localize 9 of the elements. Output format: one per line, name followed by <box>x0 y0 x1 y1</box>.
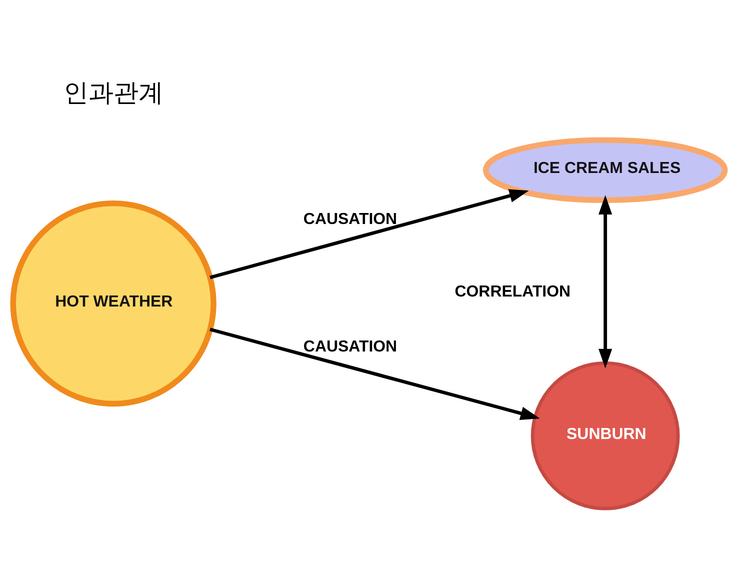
node-circle: HOT WEATHER <box>10 200 216 406</box>
label: 인과관계 <box>63 78 164 107</box>
arrow <box>210 327 540 420</box>
arrow <box>598 194 612 368</box>
arrow <box>210 188 529 279</box>
edge-label: CAUSATION <box>303 338 398 356</box>
edge-label: CORRELATION <box>454 283 571 300</box>
edge-label: CAUSATION <box>303 210 398 228</box>
node-circle: SUNBURN <box>530 360 680 510</box>
